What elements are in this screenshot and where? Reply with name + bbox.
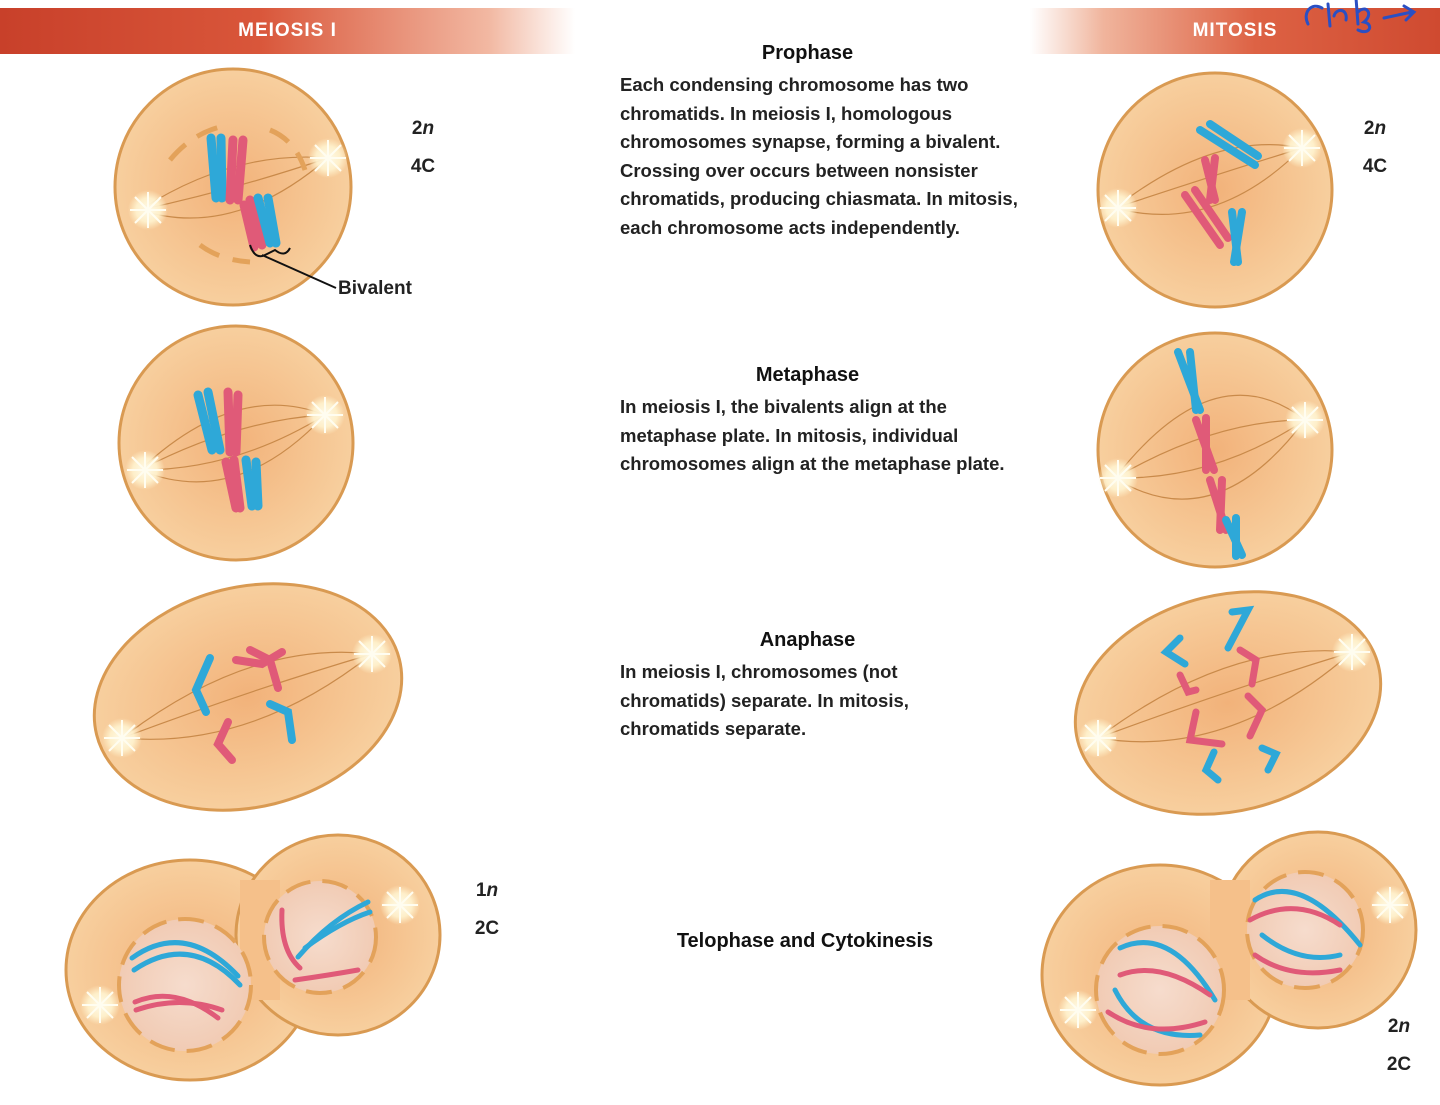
anaphase-description: Anaphase In meiosis I, chromosomes (not … <box>620 629 1000 744</box>
meiosis-header-banner: MEIOSIS I <box>0 8 575 54</box>
meiosis-metaphase-cell <box>117 324 355 562</box>
mitosis-anaphase-cell <box>1073 590 1383 816</box>
mitosis-metaphase-cell <box>1096 331 1334 569</box>
meiosis-header-label: MEIOSIS I <box>238 20 337 41</box>
ploidy-n-symbol: n <box>1374 118 1387 139</box>
ploidy-n-symbol: n <box>1398 1016 1411 1037</box>
meiosis-telophase-cells <box>64 833 442 1082</box>
prophase-description: Prophase Each condensing chromosome has … <box>620 42 1040 242</box>
meiosis-telophase-ploidy: 1n 2C <box>462 872 512 948</box>
meiosis-prophase-cell <box>113 67 353 307</box>
ploidy-n-number: 2 <box>1387 1016 1399 1037</box>
metaphase-description: Metaphase In meiosis I, the bivalents al… <box>620 364 1040 479</box>
mitosis-header-label: MITOSIS <box>1192 20 1278 41</box>
mitosis-prophase-ploidy: 2n 4C <box>1350 110 1400 186</box>
telophase-title: Telophase and Cytokinesis <box>676 930 934 952</box>
metaphase-text: In meiosis I, the bivalents align at the… <box>620 396 1005 474</box>
handwritten-annotation <box>1304 0 1417 34</box>
meiosis-anaphase-cell <box>92 582 404 812</box>
meiosis-prophase-ploidy: 2n 4C <box>398 110 448 186</box>
ploidy-c-value: 2C <box>474 918 500 939</box>
ploidy-c-value: 4C <box>410 156 436 177</box>
prophase-title: Prophase <box>761 42 854 64</box>
ploidy-n-symbol: n <box>422 118 435 139</box>
prophase-text: Each condensing chromosome has two chrom… <box>620 74 1018 238</box>
ploidy-n-symbol: n <box>486 880 499 901</box>
ploidy-c-value: 4C <box>1362 156 1388 177</box>
ploidy-c-value: 2C <box>1386 1054 1412 1075</box>
anaphase-text: In meiosis I, chromosomes (not chromatid… <box>620 661 909 739</box>
mitosis-header-banner: MITOSIS <box>1030 8 1440 54</box>
bivalent-label: Bivalent <box>338 278 412 299</box>
metaphase-title: Metaphase <box>755 364 860 386</box>
ploidy-n-number: 2 <box>411 118 423 139</box>
mitosis-telophase-ploidy: 2n 2C <box>1374 1008 1424 1084</box>
ploidy-n-number: 2 <box>1363 118 1375 139</box>
telophase-description: Telophase and Cytokinesis <box>620 930 990 959</box>
mitosis-telophase-cells <box>1040 830 1418 1087</box>
ploidy-n-number: 1 <box>475 880 487 901</box>
anaphase-title: Anaphase <box>759 629 856 651</box>
mitosis-prophase-cell <box>1096 71 1334 309</box>
